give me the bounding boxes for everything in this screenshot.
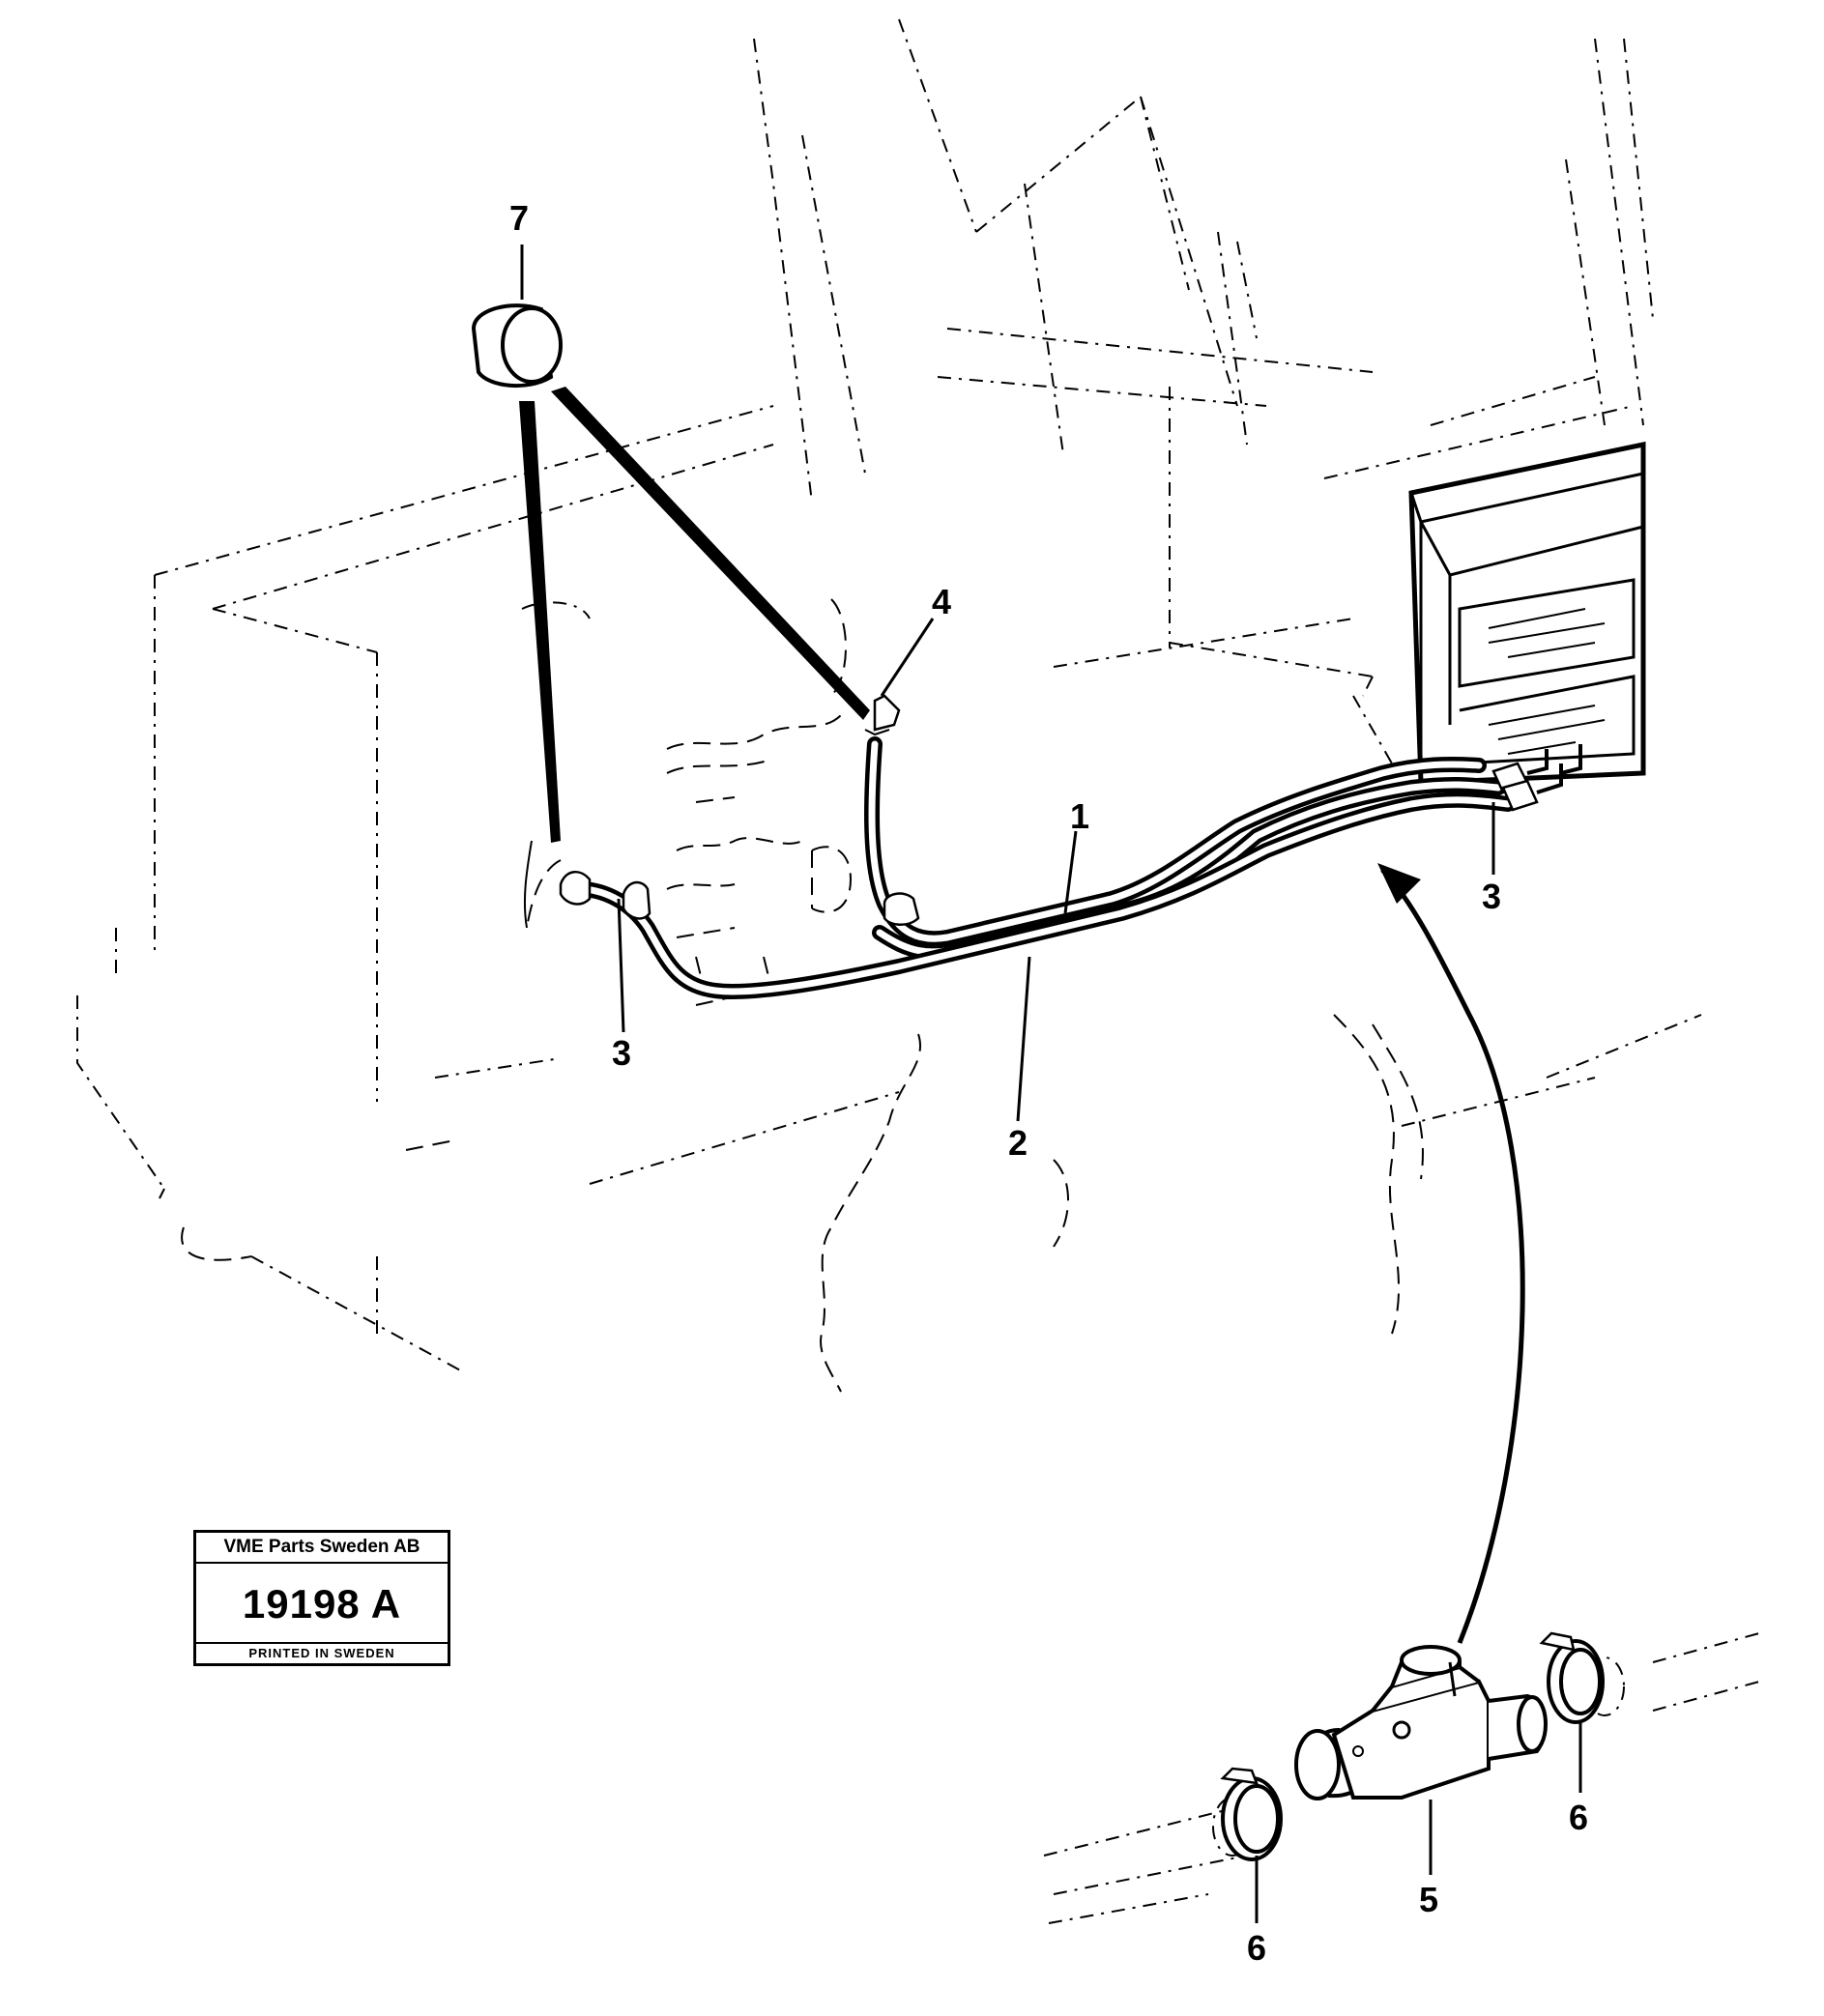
stamp-company: VME Parts Sweden AB bbox=[196, 1533, 448, 1564]
part-6-clamp-right bbox=[1539, 1631, 1605, 1724]
callout-3-left: 3 bbox=[612, 1033, 631, 1073]
stamp-drawing-number: 19198 A bbox=[242, 1581, 402, 1627]
part-6-clamp-left bbox=[1220, 1767, 1283, 1861]
location-arrow bbox=[1377, 863, 1525, 1644]
callout-3-right: 3 bbox=[1482, 877, 1501, 916]
machine-phantom-outline bbox=[76, 18, 1760, 1924]
callout-4: 4 bbox=[932, 582, 951, 621]
leader-lines bbox=[520, 245, 1582, 1923]
part-7-cap bbox=[471, 303, 870, 843]
callout-1: 1 bbox=[1070, 796, 1089, 836]
part-5-valve bbox=[1294, 1645, 1548, 1800]
drawing-stamp: VME Parts Sweden AB 19198 A PRINTED IN S… bbox=[193, 1530, 450, 1666]
callout-7: 7 bbox=[509, 198, 529, 238]
hose-2 bbox=[572, 792, 1516, 999]
stamp-printed: PRINTED IN SWEDEN bbox=[196, 1642, 448, 1663]
hose-fittings bbox=[523, 694, 1582, 929]
callout-5: 5 bbox=[1419, 1880, 1438, 1919]
callout-6-left: 6 bbox=[1247, 1928, 1266, 1968]
callout-2: 2 bbox=[1008, 1123, 1028, 1163]
callout-6-right: 6 bbox=[1569, 1798, 1588, 1837]
heater-unit bbox=[1408, 441, 1646, 786]
callout-labels: 7 4 1 3 3 2 5 6 6 bbox=[509, 198, 1588, 1968]
hose-1 bbox=[864, 736, 1506, 960]
